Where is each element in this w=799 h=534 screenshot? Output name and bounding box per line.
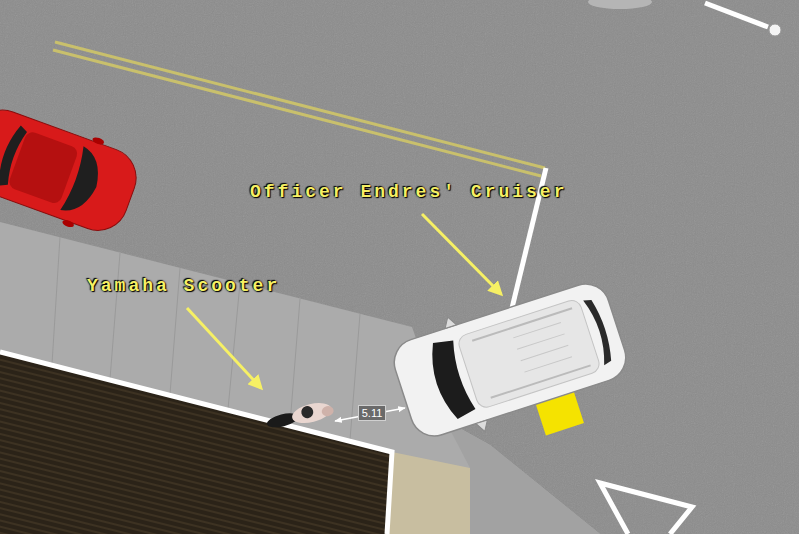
streetlight-arm [705,3,768,27]
yellow-line [55,42,545,168]
callout-label: Yamaha Scooter [87,276,280,296]
pole-base [588,0,652,9]
evidence-marker [536,393,584,436]
red-car [0,97,146,243]
building-outline [0,352,392,534]
yield-triangle [600,483,692,534]
leader-arrow [422,214,501,294]
leader-arrow [187,308,261,388]
scooter [265,399,335,433]
crosswalk-strip [385,452,470,534]
dimension-label: 5.11 [358,405,387,421]
building [0,352,392,534]
police-cruiser [385,268,635,451]
streetlight-lamp [769,24,781,36]
callout-label: Officer Endres' Cruiser [250,182,567,202]
